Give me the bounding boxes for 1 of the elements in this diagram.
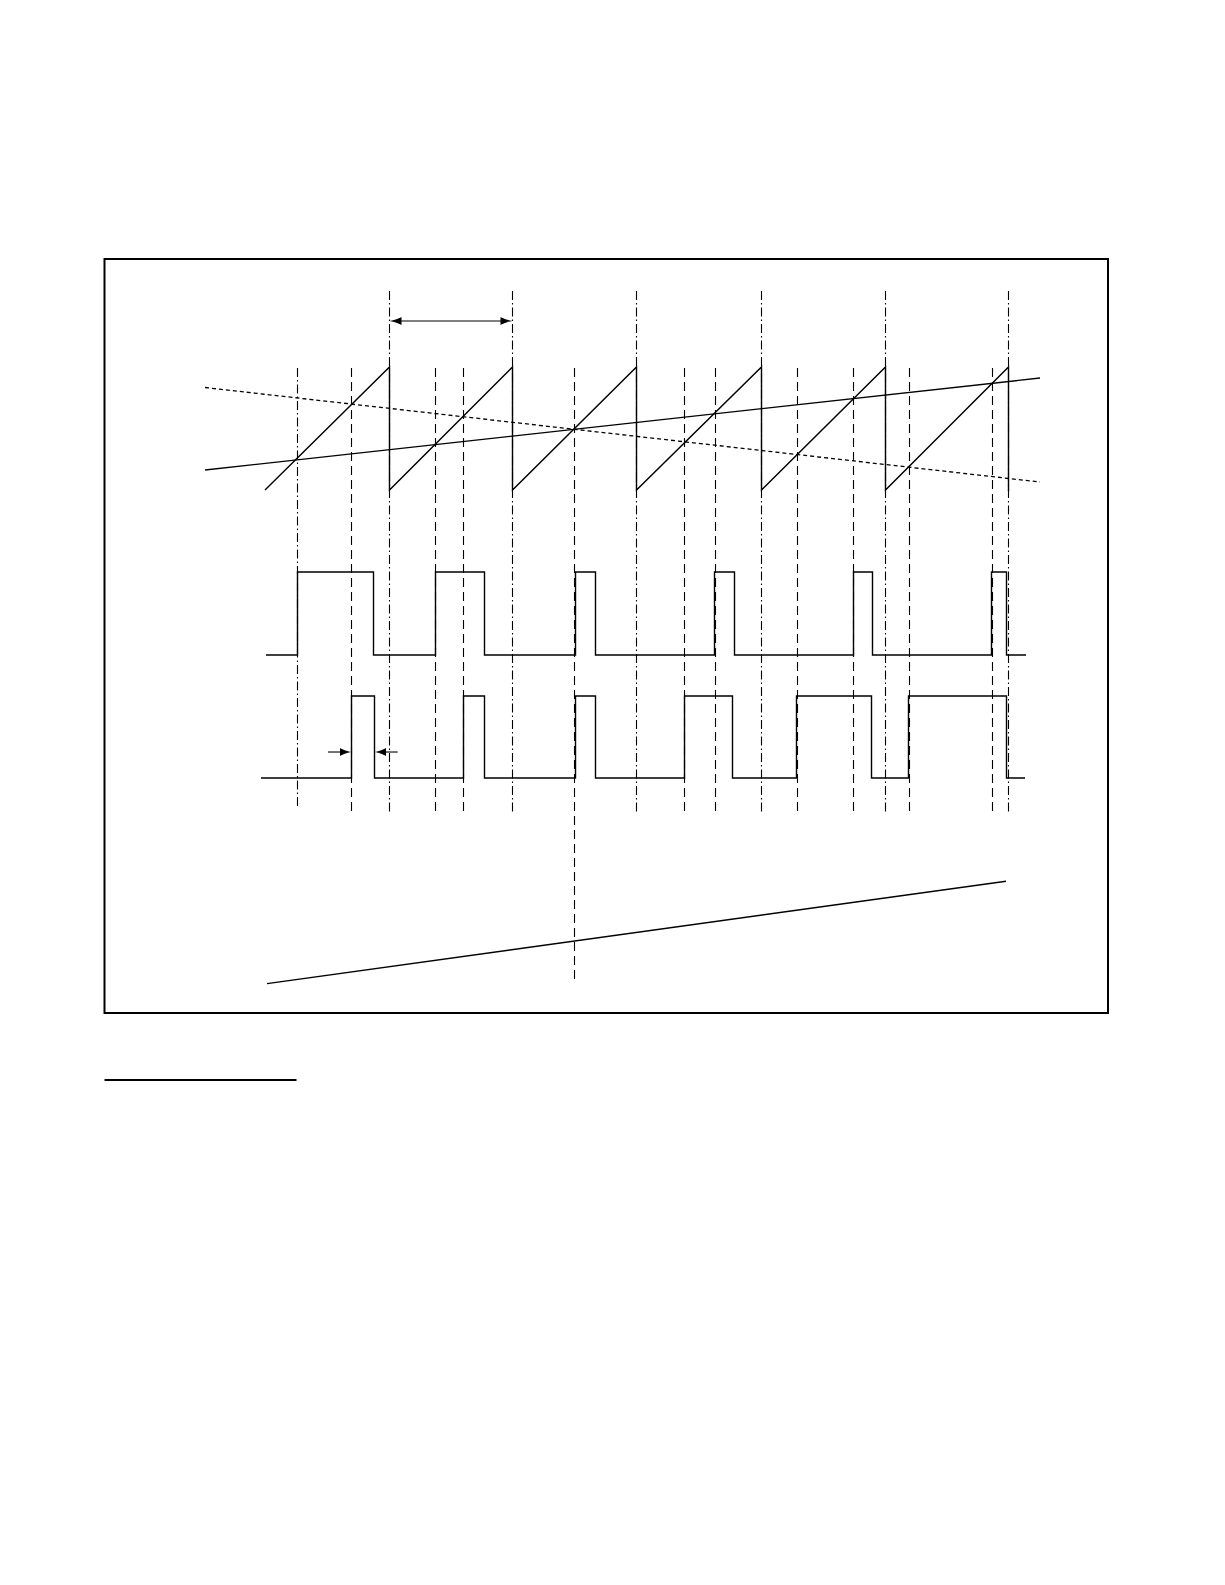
border-frame	[103, 258, 1109, 1014]
